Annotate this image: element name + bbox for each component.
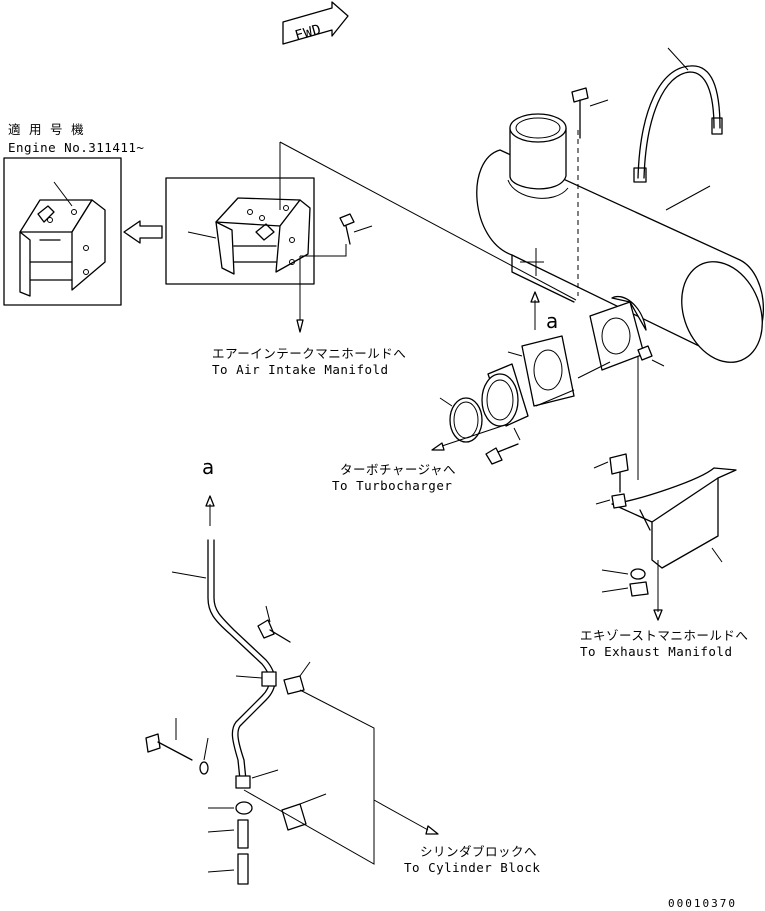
tube-pin (207, 853, 249, 885)
bracket-middle (187, 197, 311, 275)
fwd-arrow-icon (282, 1, 349, 45)
gasket (507, 335, 575, 407)
muffler (476, 113, 764, 363)
support-spacer (595, 493, 627, 509)
muffler-bolt (571, 87, 609, 139)
tube-sleeve-upper (283, 661, 311, 695)
engine-number-label: Engine No.311411~ (8, 140, 145, 155)
adapter (481, 361, 611, 427)
tube-stud (207, 819, 249, 849)
bracket-bolt (339, 213, 373, 245)
exhaust-manifold-en-label: To Exhaust Manifold (580, 644, 733, 659)
oil-tube (171, 539, 279, 789)
air-intake-en-label: To Air Intake Manifold (212, 362, 389, 377)
bracket-variant-left (19, 181, 106, 297)
bracket-detail-box (165, 177, 315, 285)
tube-bolt-upper (257, 605, 291, 643)
cylinder-block-jp-label: シリンダブロックへ (420, 844, 538, 859)
u-bolt (633, 47, 723, 183)
support-washer (601, 568, 646, 580)
applicable-serial-label: 適 用 号 機 (8, 122, 85, 137)
variant-arrow-icon (123, 220, 163, 244)
seal-ring (439, 397, 483, 443)
tube-bolt-lower (145, 718, 193, 761)
tube-sleeve-lower (281, 793, 327, 831)
turbocharger-en-label: To Turbocharger (332, 478, 453, 493)
reference-a-upper: a (546, 309, 559, 333)
drawing-number: 00010370 (668, 897, 737, 910)
engine-variant-box (3, 157, 122, 306)
support-bracket (611, 467, 737, 569)
adapter-bolt (485, 427, 521, 465)
support-bolt (593, 453, 629, 493)
exhaust-manifold-jp-label: エキゾーストマニホールドへ (580, 628, 749, 643)
cylinder-block-en-label: To Cylinder Block (404, 860, 541, 875)
tube-washer-lower (199, 737, 209, 775)
turbocharger-jp-label: ターボチャージャへ (340, 462, 457, 477)
support-nut (601, 581, 649, 597)
outlet-flange (589, 295, 665, 480)
tube-nut (208, 801, 253, 815)
air-intake-jp-label: エアーインテークマニホールドへ (212, 346, 407, 361)
reference-a-lower: a (202, 455, 215, 479)
